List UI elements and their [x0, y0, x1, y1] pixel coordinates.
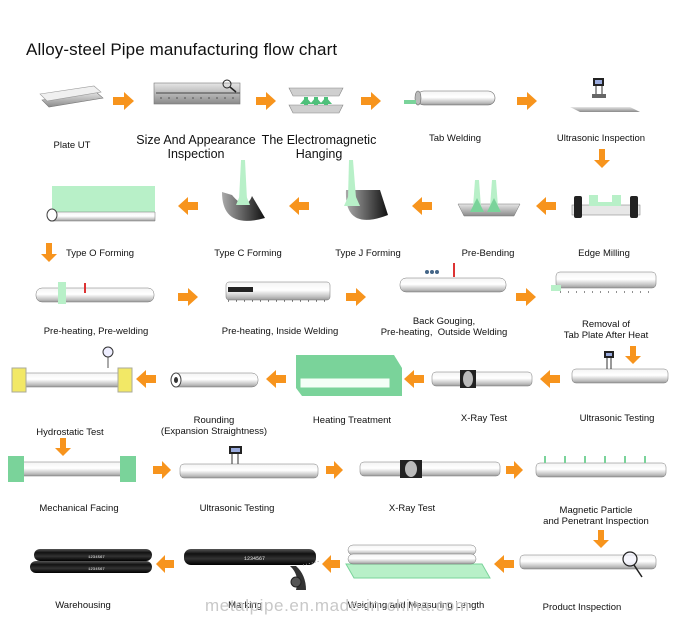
arrow-right	[256, 92, 276, 110]
pre-bending-icon	[457, 180, 521, 217]
plate-inspection-icon	[153, 79, 241, 105]
step-label: Tab Welding	[428, 133, 482, 144]
step-label: Size And Appearance Inspection	[136, 133, 256, 162]
arrow-left	[412, 197, 432, 215]
outside-welding-icon	[399, 263, 507, 293]
hydrostatic-icon	[11, 346, 133, 393]
arrow-right	[153, 461, 171, 479]
ultrasonic-probe-icon	[570, 78, 640, 112]
step-label: Pre-heating, Pre-welding	[43, 326, 149, 337]
ultrasonic-testing-icon	[571, 351, 669, 384]
step-label: Warehousing	[55, 600, 111, 611]
tab-welding-icon	[404, 90, 496, 106]
step-label: Pre-heating, Inside Welding	[221, 326, 339, 337]
arrow-down	[593, 530, 609, 548]
arrow-right	[326, 461, 343, 479]
magnifier-pipe-icon	[519, 551, 657, 578]
arrow-down	[55, 438, 71, 456]
step-label: Type J Forming	[335, 248, 401, 259]
arrow-left	[178, 197, 198, 215]
step-label: Type C Forming	[214, 248, 282, 259]
arrow-left	[536, 197, 556, 215]
o-forming-icon	[46, 186, 156, 222]
mark-text: 1234567	[244, 556, 265, 562]
step-label: Ultrasonic Testing	[579, 413, 655, 424]
arrow-right	[113, 92, 134, 110]
tab-removal-icon	[551, 271, 657, 293]
step-label: Back Gouging, Pre-heating, Outside Weldi…	[380, 316, 508, 338]
step-label: Type O Forming	[65, 248, 135, 259]
arrow-down	[41, 243, 57, 262]
step-label: Heating Treatment	[312, 415, 392, 426]
arrow-right	[346, 288, 366, 306]
inside-welding-icon	[225, 281, 331, 302]
step-label: Rounding (Expansion Straightness)	[160, 415, 268, 437]
stacked-pipes-icon: 1234567 1234567	[30, 549, 152, 573]
arrow-left	[404, 370, 424, 388]
step-label: X-Ray Test	[460, 413, 508, 424]
ultrasonic-testing-icon	[179, 446, 319, 479]
step-label: Weighing and Measuring Length	[347, 600, 485, 611]
chart-title: Alloy-steel Pipe manufacturing flow char…	[26, 40, 338, 59]
step-label: Magnetic Particle and Penetrant Inspecti…	[543, 505, 649, 527]
arrow-right	[517, 92, 537, 110]
step-label: Ultrasonic Testing	[199, 503, 275, 514]
c-forming-icon	[222, 160, 265, 221]
mark-text: 1234567	[88, 556, 105, 560]
j-forming-icon	[344, 160, 388, 220]
arrow-right	[361, 92, 381, 110]
magnetic-particle-icon	[535, 456, 667, 478]
step-label: Ultrasonic Inspection	[556, 133, 646, 144]
facing-icon	[8, 456, 136, 482]
arrow-left	[136, 370, 156, 388]
arrow-right	[178, 288, 198, 306]
step-label: The Electromagnetic Hanging	[261, 133, 377, 162]
arrow-right	[506, 461, 523, 479]
arrow-down	[594, 149, 610, 168]
edge-milling-icon	[571, 195, 641, 218]
step-label: Mechanical Facing	[39, 503, 119, 514]
plate-icon	[39, 85, 104, 108]
heating-furnace-icon	[296, 355, 402, 396]
weighing-icon	[345, 544, 491, 579]
arrow-down	[625, 346, 641, 364]
arrow-left	[289, 197, 309, 215]
arrow-left	[266, 370, 286, 388]
step-label: Plate UT	[53, 140, 91, 151]
spray-marking-icon: 1234567	[184, 549, 321, 590]
arrow-left	[322, 555, 340, 573]
mark-text: 1234567	[88, 568, 105, 572]
arrow-left	[156, 555, 174, 573]
watermark: metalpipe.en.made-in-china.com	[205, 596, 470, 615]
arrow-left	[494, 555, 514, 573]
xray-icon	[431, 370, 533, 388]
step-label: X-Ray Test	[388, 503, 436, 514]
arrow-left	[540, 370, 560, 388]
electromagnet-hanging-icon	[288, 87, 344, 114]
pre-welding-icon	[35, 282, 155, 304]
step-label: Product Inspection	[542, 602, 622, 613]
step-label: Hydrostatic Test	[36, 427, 104, 438]
xray-icon	[359, 460, 501, 478]
step-label: Marking	[228, 600, 262, 611]
step-label: Pre-Bending	[461, 248, 515, 259]
rounding-icon	[170, 372, 259, 388]
step-label: Removal of Tab Plate After Heat	[563, 319, 649, 341]
arrow-right	[516, 288, 536, 306]
step-label: Edge Milling	[578, 248, 630, 259]
